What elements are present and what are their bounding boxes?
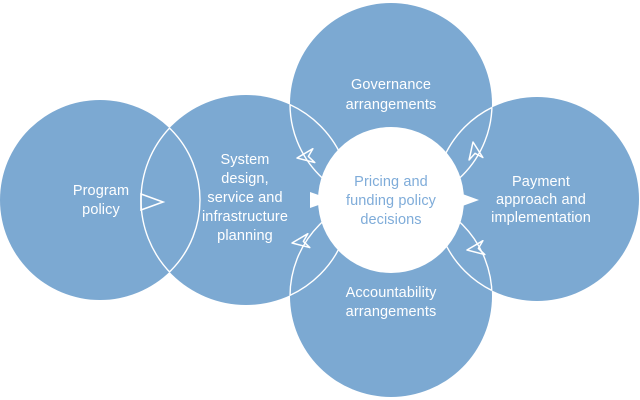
pricing-decisions-label-line3: decisions [360,212,421,228]
arrow-governance-payment-icon [468,141,484,161]
pricing-decisions-label-line1: Pricing and [354,174,428,190]
arrow-system-to-center-icon [310,192,333,208]
system-design-label-line4: infrastructure [202,209,288,225]
overlap-arc-program-in-system [141,99,201,301]
system-design-circle [141,95,351,305]
governance-label-line1: Governance [351,77,431,93]
accountability-label-line2: arrangements [346,304,437,320]
arrow-accountability-payment-icon [466,239,486,256]
system-design-label-line1: System [221,152,270,168]
pricing-decisions-label: Pricing and funding policy decisions [346,174,437,228]
program-policy-label-line2: policy [82,202,120,218]
system-design-label-line5: planning [217,228,273,244]
payment-label-line1: Payment [512,174,570,190]
governance-label-line2: arrangements [346,97,437,113]
program-policy-label: Program policy [73,183,129,218]
circle-labels: Program policy System design, service an… [73,77,591,320]
program-policy-label-line1: Program [73,183,129,199]
pricing-decisions-circle [318,127,464,273]
arrow-accountability-system-icon [291,232,311,249]
curved-arrowheads [291,141,486,256]
accountability-label: Accountability arrangements [346,285,438,320]
payment-label-line3: implementation [491,210,591,226]
pricing-decisions-label-line2: funding policy [346,193,437,209]
system-design-label-line3: service and [207,190,282,206]
system-design-label: System design, service and infrastructur… [202,152,288,244]
arrow-program-to-system-icon [140,192,166,212]
payment-label-line2: approach and [496,192,586,208]
arrow-governance-system-icon [296,147,316,164]
arrow-center-to-payment-icon [457,192,479,208]
program-policy-circle [0,100,200,300]
payment-label: Payment approach and implementation [491,174,591,226]
system-design-label-line2: design, [221,171,268,187]
governance-label: Governance arrangements [346,77,437,113]
accountability-label-line1: Accountability [346,285,438,301]
payment-approach-circle [435,97,639,301]
